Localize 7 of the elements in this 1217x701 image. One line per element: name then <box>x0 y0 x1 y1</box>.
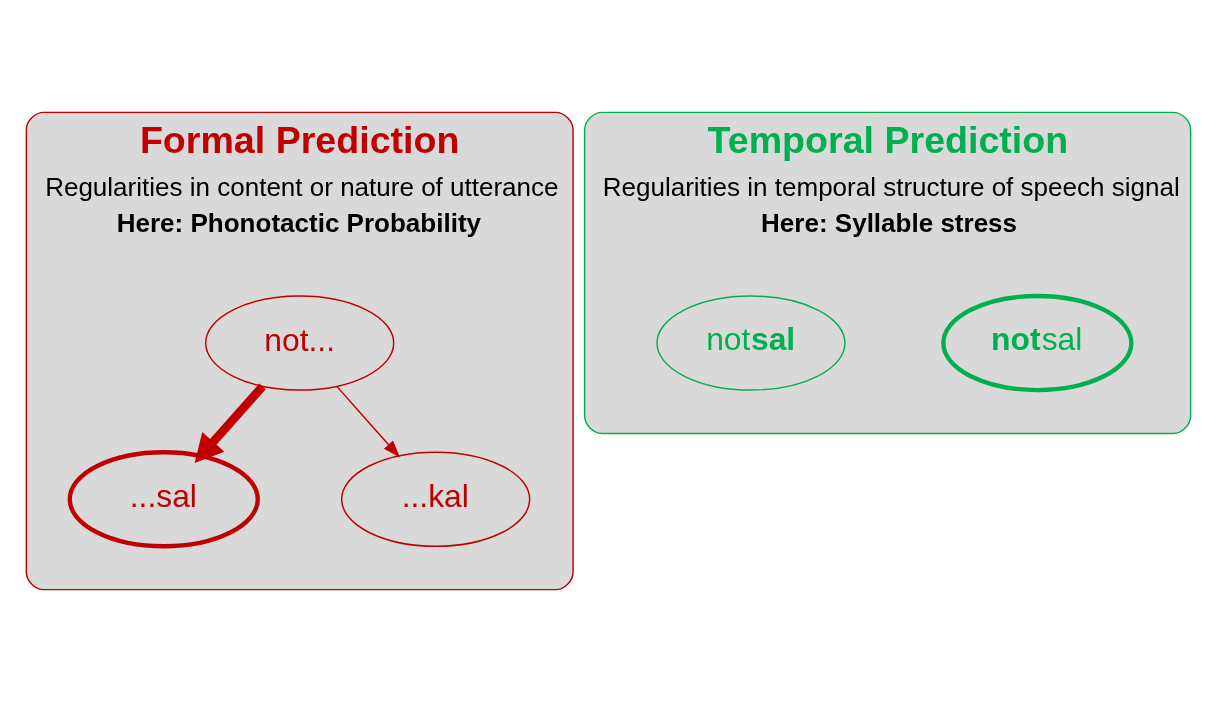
node-ellipse: notsal <box>656 294 846 391</box>
arrow <box>336 385 401 458</box>
node-ellipse: ...kal <box>340 451 531 547</box>
arrow <box>194 383 266 463</box>
node-ellipse: ...sal <box>67 449 260 548</box>
node-ellipse: not... <box>204 294 395 391</box>
node-ellipse: notsal <box>941 293 1134 392</box>
